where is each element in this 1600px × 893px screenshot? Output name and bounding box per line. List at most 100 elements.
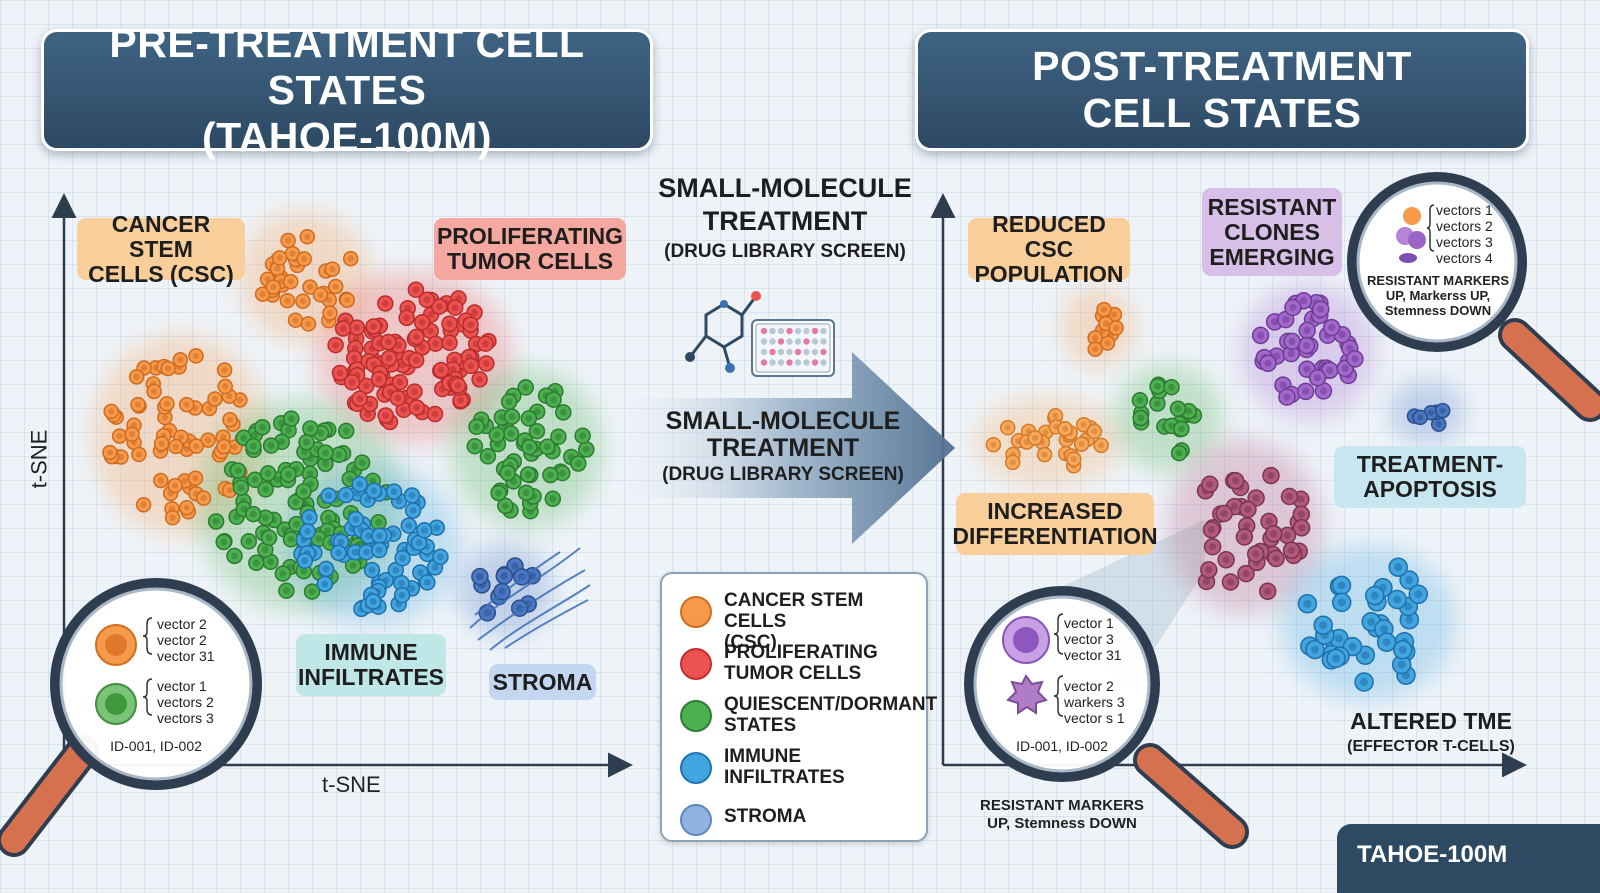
pre-csc-top-nucleus: [344, 297, 351, 304]
pre-quiescent-center-nucleus: [335, 451, 343, 459]
pre-quiescent-center-nucleus: [300, 488, 307, 495]
pre-proliferating-nucleus: [427, 327, 435, 335]
pre-immune-nucleus: [423, 579, 431, 586]
pre-proliferating-nucleus: [457, 397, 465, 404]
pre-immune-nucleus: [370, 487, 378, 495]
pre-csc-left-nucleus: [172, 443, 179, 450]
post-tcells-nucleus: [1361, 651, 1370, 660]
well: [786, 359, 793, 366]
pre-csc-top-nucleus: [284, 297, 291, 304]
pre-csc-left-nucleus: [222, 383, 229, 390]
pre-immune-nucleus: [415, 539, 423, 547]
pre-csc-left-nucleus: [172, 482, 179, 489]
pre-proliferating-nucleus: [339, 325, 347, 332]
post-green-glow: [1114, 364, 1222, 472]
post-maroon-nucleus: [1207, 526, 1216, 534]
pre-quiescent-right-nucleus: [495, 489, 502, 497]
pre-csc-left-nucleus: [181, 477, 188, 484]
well: [777, 338, 785, 345]
post-bottom-magnifier-handle: [1133, 743, 1249, 849]
post-maroon-nucleus: [1288, 546, 1296, 554]
pre-quiescent-center-nucleus: [237, 484, 245, 492]
well: [777, 359, 785, 366]
pre-mag-caption: ID-001, ID-002: [110, 738, 202, 754]
molecule-icon: [685, 291, 761, 373]
pre-magnifier-handle: [0, 735, 99, 857]
pre-csc-top-nucleus: [326, 310, 334, 317]
pre-csc-top-nucleus: [289, 250, 296, 257]
pre-csc-top-nucleus: [304, 233, 311, 240]
pre-immune-nucleus: [405, 522, 413, 529]
pre-csc-left-nucleus: [226, 393, 233, 400]
post-title-line1: POST-TREATMENT: [1032, 43, 1412, 89]
post-tcells-nucleus: [1332, 654, 1340, 663]
pre-quiescent-right-nucleus: [533, 427, 541, 435]
well: [760, 327, 768, 335]
pre-proliferating-nucleus: [482, 360, 490, 367]
pre-csc-left-nucleus: [163, 400, 170, 407]
pre-quiescent-center-nucleus: [293, 520, 300, 528]
pre-csc-left-nucleus: [106, 449, 113, 456]
pre-title-line1: PRE-TREATMENT CELL STATES: [109, 19, 585, 113]
pre-csc-left-nucleus: [117, 453, 125, 461]
post-maroon-nucleus: [1297, 495, 1305, 503]
pre-quiescent-center-nucleus: [249, 510, 257, 518]
pre-quiescent-center-nucleus: [220, 538, 228, 546]
post-tcells-nucleus: [1319, 621, 1328, 630]
pre-proliferating-nucleus: [412, 356, 420, 364]
post-top-magnifier-lens: [1347, 172, 1527, 352]
pre-csc-left-nucleus: [116, 433, 123, 440]
post-maroon-nucleus: [1244, 505, 1252, 513]
post-resistant-nucleus: [1319, 387, 1328, 395]
post-maroon-nucleus: [1209, 543, 1217, 551]
pre-immune-nucleus: [421, 526, 428, 534]
pre-csc-left-nucleus: [221, 366, 228, 374]
pre-quiescent-center-nucleus: [292, 498, 300, 506]
treatment-arrow: [628, 352, 955, 544]
post-bottom-mag-caption: ID-001, ID-002: [1016, 738, 1108, 754]
pre-proliferating-nucleus: [431, 410, 439, 418]
post-bottom-magnifier-lens: [964, 586, 1160, 782]
pre-magnifier-lens: [50, 578, 262, 790]
pre-proliferating-nucleus: [396, 378, 404, 386]
post-diff-nucleus: [1070, 456, 1077, 463]
well: [777, 327, 785, 335]
post-green-nucleus: [1178, 425, 1185, 433]
pre-proliferating-nucleus: [375, 376, 383, 383]
pre-quiescent-center-nucleus: [303, 438, 310, 446]
pre-proliferating-nucleus: [451, 304, 459, 311]
pre-csc-top-nucleus: [332, 283, 339, 290]
pre-proliferating-nucleus: [454, 382, 462, 389]
post-maroon-nucleus: [1243, 522, 1251, 530]
csc-label: CANCER STEM CELLS (CSC): [77, 211, 245, 286]
pre-immune-nucleus: [398, 579, 405, 587]
pre-csc-left-nucleus: [151, 388, 158, 395]
post-resistant-nucleus: [1351, 355, 1359, 363]
well: [769, 359, 776, 366]
stroma-fibers: [469, 547, 591, 651]
pre-csc-top-nucleus: [347, 255, 354, 262]
post-diff-nucleus: [1041, 451, 1048, 458]
pre-immune-nucleus: [325, 492, 333, 499]
pre-quiescent-center-nucleus: [212, 518, 220, 525]
pre-quiescent-center-nucleus: [261, 546, 269, 554]
post-resistant-nucleus: [1300, 297, 1308, 305]
legend-item-stroma: STROMA: [662, 794, 926, 844]
post-resistant-nucleus: [1288, 337, 1296, 345]
post-maroon-nucleus: [1267, 472, 1275, 480]
pre-stroma-nucleus: [511, 562, 519, 570]
treatment-arrow-text: SMALL-MOLECULE TREATMENT (DRUG LIBRARY S…: [662, 407, 904, 486]
pre-quiescent-center-nucleus: [317, 429, 325, 437]
post-resistant-nucleus: [1279, 381, 1287, 389]
pre-stroma-nucleus: [528, 572, 537, 580]
post-tcells-nucleus: [1360, 678, 1369, 686]
pre-immune-nucleus: [301, 557, 309, 565]
post-maroon-nucleus: [1240, 533, 1248, 541]
pre-stroma-nucleus: [498, 588, 506, 596]
well: [811, 327, 819, 335]
post-maroon-nucleus: [1220, 509, 1228, 518]
pre-csc-left-nucleus: [204, 437, 212, 444]
post-maroon-nucleus: [1252, 494, 1260, 502]
